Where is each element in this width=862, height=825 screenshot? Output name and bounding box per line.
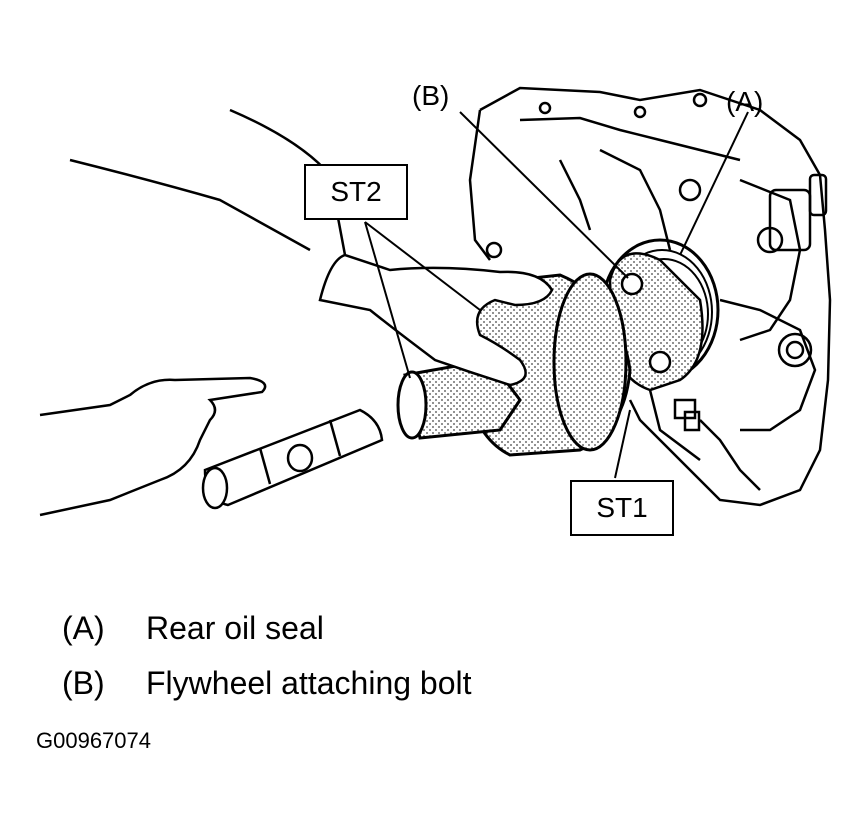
legend-key-b: (B) — [62, 665, 105, 701]
leader-lines — [364, 111, 749, 479]
engine-block — [468, 86, 832, 507]
st2-callout: ST2 — [304, 164, 408, 220]
legend-item-b: (B) Flywheel attaching bolt — [62, 665, 472, 702]
callout-b: (B) — [412, 80, 450, 111]
callout-a: (A) — [726, 86, 764, 117]
left-hand — [39, 376, 267, 517]
st1-tool — [608, 252, 704, 392]
st2-tool — [396, 272, 632, 457]
legend-text-b: Flywheel attaching bolt — [146, 665, 472, 701]
figure-id: G00967074 — [36, 728, 151, 753]
legend-item-a: (A) Rear oil seal — [62, 610, 324, 647]
legend-text-a: Rear oil seal — [146, 610, 324, 646]
handle-tool — [201, 408, 384, 510]
legend-key-a: (A) — [62, 610, 105, 646]
st1-callout: ST1 — [570, 480, 674, 536]
